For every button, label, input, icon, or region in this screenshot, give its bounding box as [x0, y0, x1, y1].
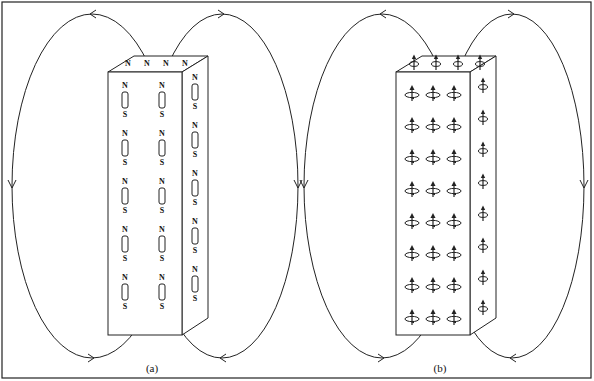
pole-letter: S — [160, 159, 164, 167]
pole-letter: S — [123, 207, 127, 215]
pole-letter: N — [192, 122, 198, 130]
panel-label: (b) — [434, 363, 447, 374]
pole-letter: N — [159, 130, 165, 138]
pole-letter: S — [123, 111, 127, 119]
pole-letter: N — [122, 82, 128, 90]
pole-letter: S — [123, 159, 127, 167]
pole-letter: S — [193, 151, 197, 159]
pole-letter: S — [160, 303, 164, 311]
pole-letter: S — [123, 255, 127, 263]
pole-letter: N — [159, 274, 165, 282]
pole-letter: N — [122, 274, 128, 282]
pole-letter: N — [159, 226, 165, 234]
pole-letter: S — [193, 295, 197, 303]
pole-letter: N — [182, 60, 188, 68]
pole-letter: N — [122, 178, 128, 186]
pole-letter: N — [192, 74, 198, 82]
pole-letter: N — [192, 218, 198, 226]
pole-letter: N — [159, 178, 165, 186]
pole-letter: N — [144, 60, 150, 68]
pole-letter: N — [159, 82, 165, 90]
pole-letter: N — [122, 130, 128, 138]
pole-letter: N — [192, 266, 198, 274]
pole-letter: S — [160, 255, 164, 263]
pole-letter: N — [192, 170, 198, 178]
pole-letter: S — [160, 207, 164, 215]
pole-letter: N — [125, 60, 131, 68]
pole-letter: N — [122, 226, 128, 234]
pole-letter: N — [163, 60, 169, 68]
pole-letter: S — [193, 103, 197, 111]
pole-letter: S — [160, 111, 164, 119]
panel-label: (a) — [146, 363, 158, 374]
pole-letter: S — [193, 199, 197, 207]
pole-letter: S — [193, 247, 197, 255]
pole-letter: S — [123, 303, 127, 311]
